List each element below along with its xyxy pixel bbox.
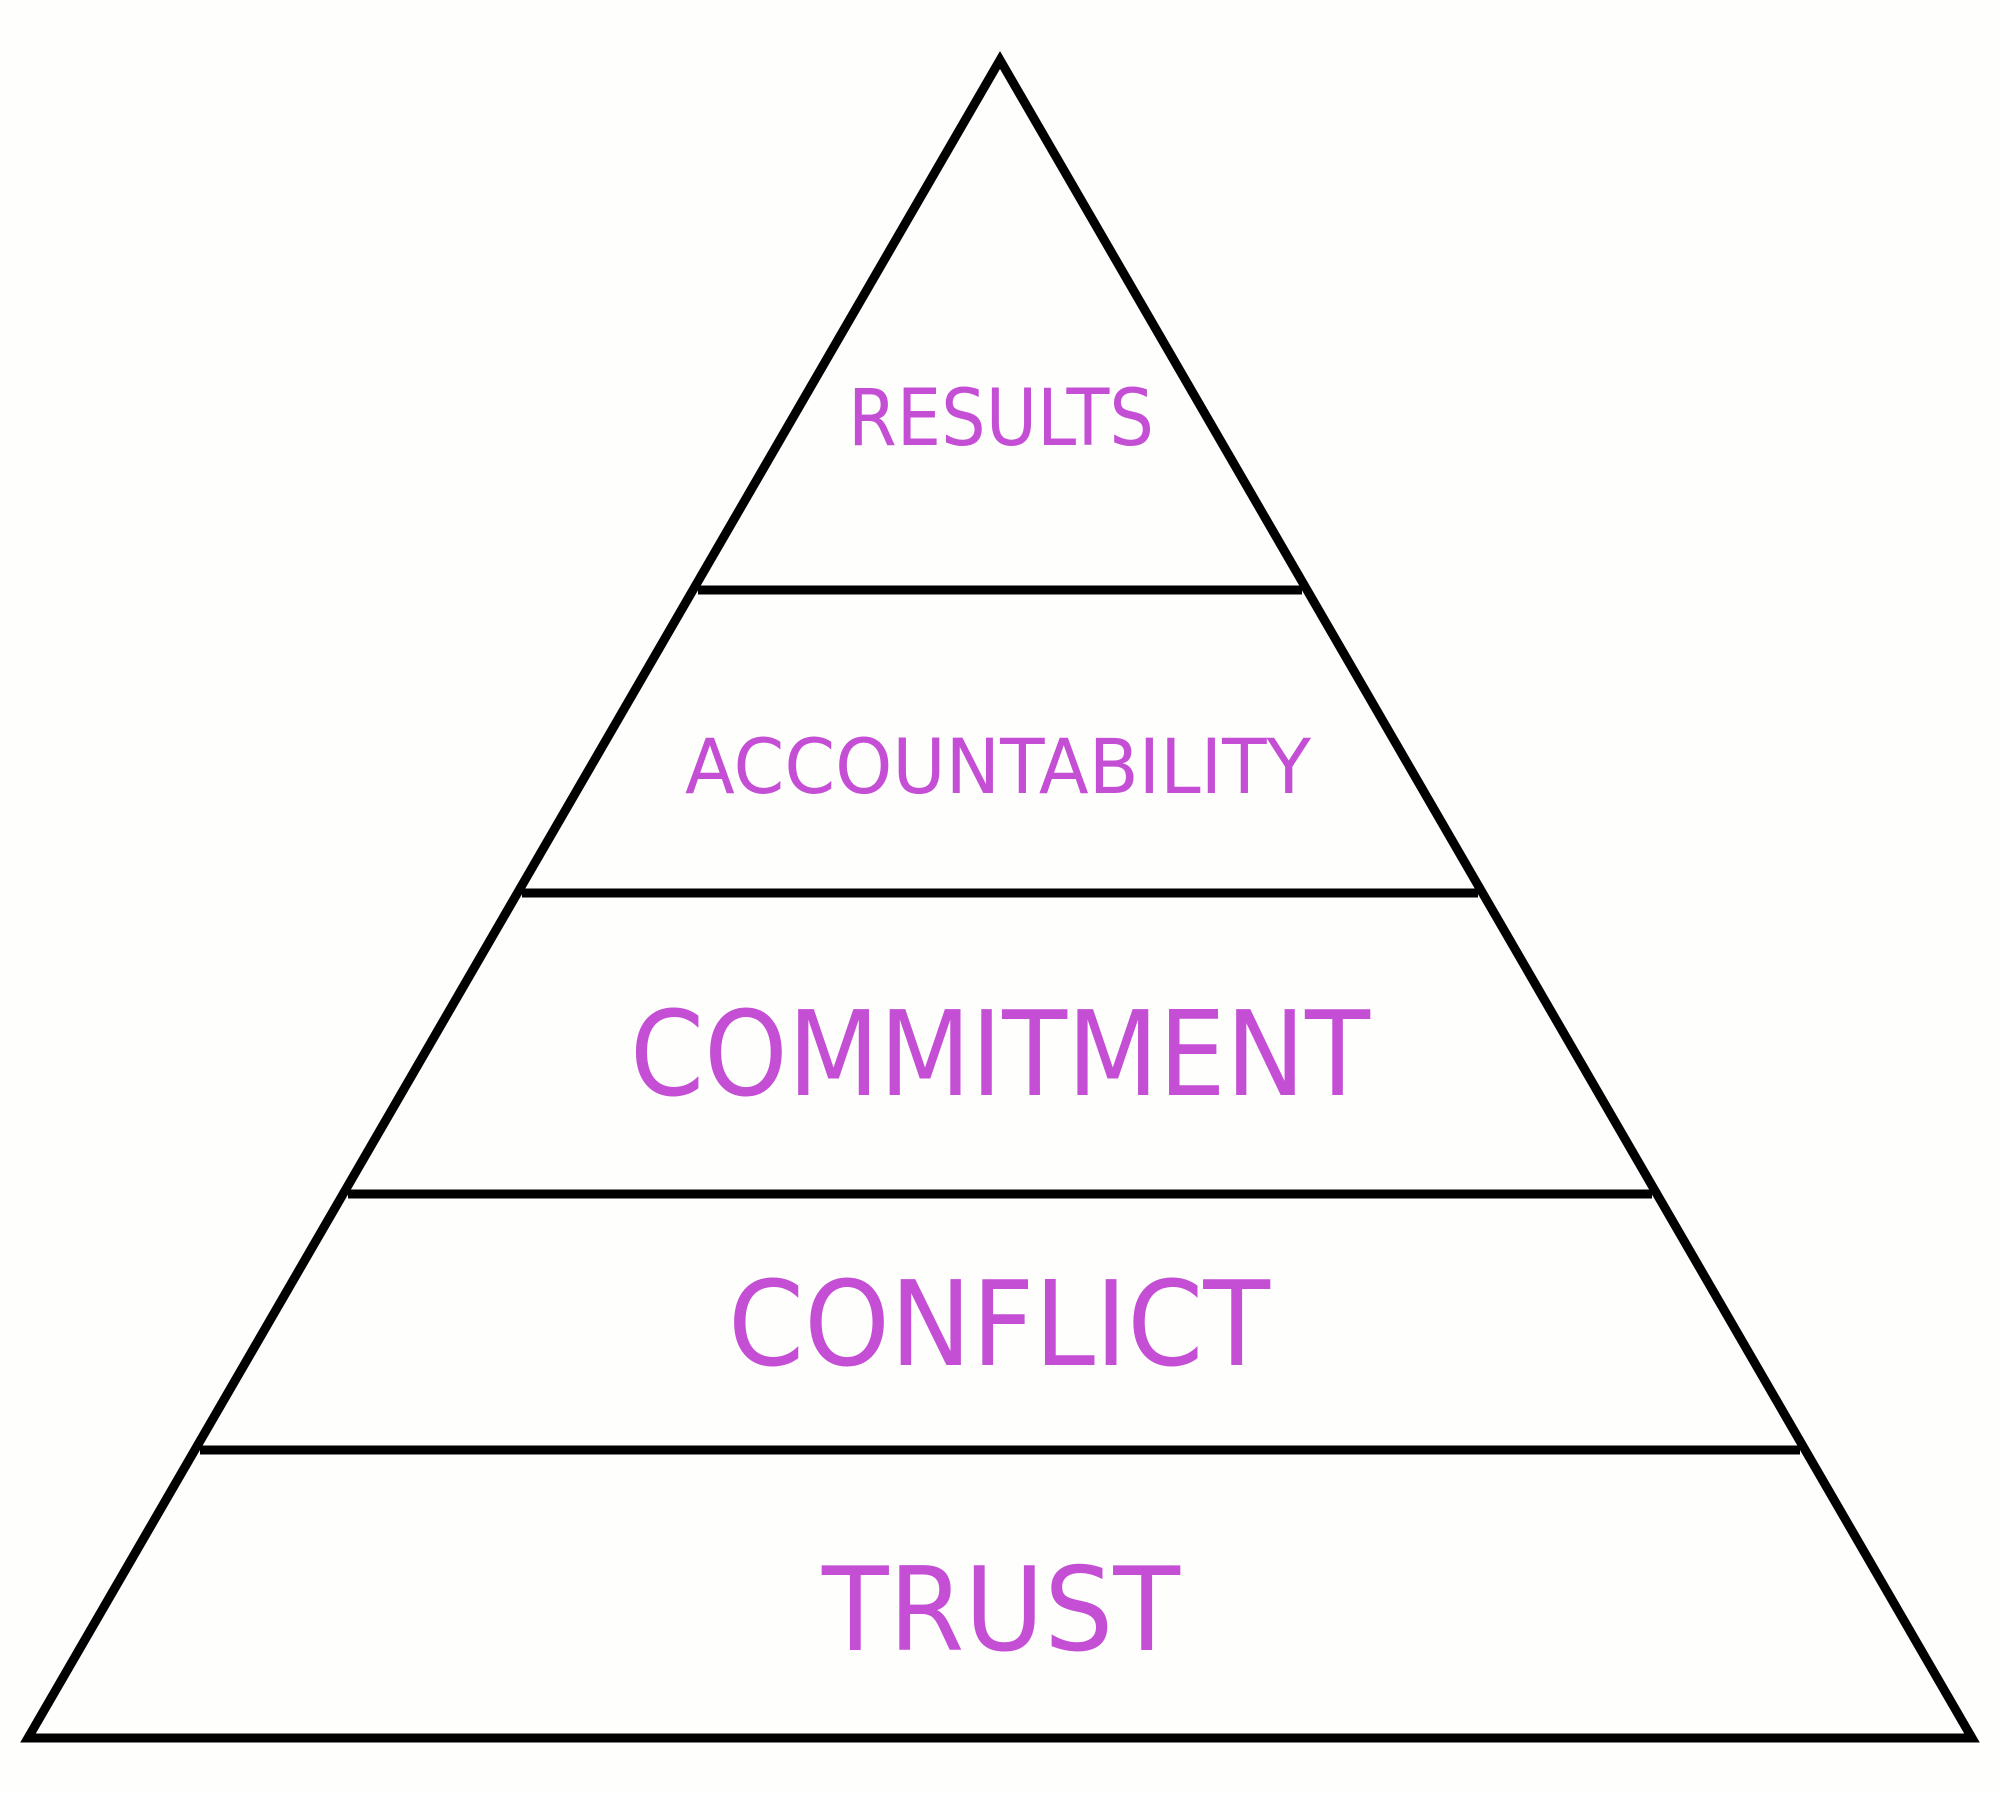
pyramid-outline bbox=[20, 51, 1980, 1743]
tier-label-conflict: CONFLICT bbox=[728, 1255, 1271, 1393]
tier-label-trust: TRUST bbox=[821, 1543, 1181, 1678]
tier-label-commitment: COMMITMENT bbox=[630, 985, 1371, 1123]
tier-label-accountability: ACCOUNTABILITY bbox=[685, 722, 1312, 811]
tier-label-results: RESULTS bbox=[848, 374, 1154, 464]
